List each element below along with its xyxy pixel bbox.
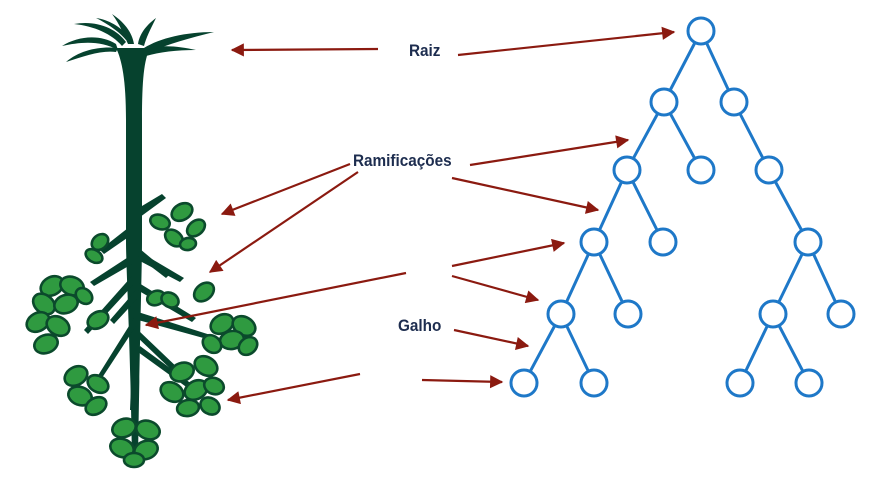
- label-branches: Ramificações: [353, 151, 452, 170]
- tree-node: [613, 299, 643, 329]
- label-twig: Galho: [398, 316, 442, 335]
- label-root: Raiz: [409, 41, 441, 60]
- tree-node: [754, 155, 784, 185]
- tree-node: [546, 299, 576, 329]
- pointer-arrows: [144, 26, 676, 405]
- tree-node: [649, 87, 679, 117]
- arrow-twig-to-tree: [453, 328, 530, 350]
- plant-leaves: [25, 201, 259, 469]
- plant-top-roots: [62, 14, 214, 62]
- tree-nodes: [509, 16, 856, 398]
- tree-node: [758, 299, 788, 329]
- tree-node: [725, 368, 755, 398]
- arrow-mid-to-plant: [144, 271, 407, 330]
- tree-node: [579, 227, 609, 257]
- tree-node: [579, 368, 609, 398]
- tree-edges: [522, 29, 843, 385]
- arrow-bottom-to-plant: [226, 372, 361, 405]
- tree-node: [686, 155, 716, 185]
- tree-node: [826, 299, 856, 329]
- arrow-mid-to-tree-2: [451, 274, 540, 304]
- arrow-bottom-to-tree: [421, 375, 504, 389]
- tree-node: [648, 227, 678, 257]
- binary-tree-diagram: [509, 16, 856, 398]
- arrow-branches-to-plant-1: [220, 162, 351, 216]
- tree-node: [686, 16, 716, 46]
- tree-node: [509, 368, 539, 398]
- tree-node: [612, 155, 642, 185]
- tree-node: [794, 368, 824, 398]
- tree-node: [793, 227, 823, 257]
- root-system-plant-icon: [25, 14, 259, 469]
- arrow-branches-to-tree-2: [451, 176, 600, 214]
- arrow-root-to-plant: [230, 43, 379, 57]
- arrow-branches-to-tree-1: [469, 135, 630, 167]
- arrow-mid-to-tree-1: [451, 238, 566, 268]
- tree-node: [719, 87, 749, 117]
- arrow-branches-to-plant-2: [208, 171, 359, 273]
- arrow-root-to-tree: [457, 26, 676, 57]
